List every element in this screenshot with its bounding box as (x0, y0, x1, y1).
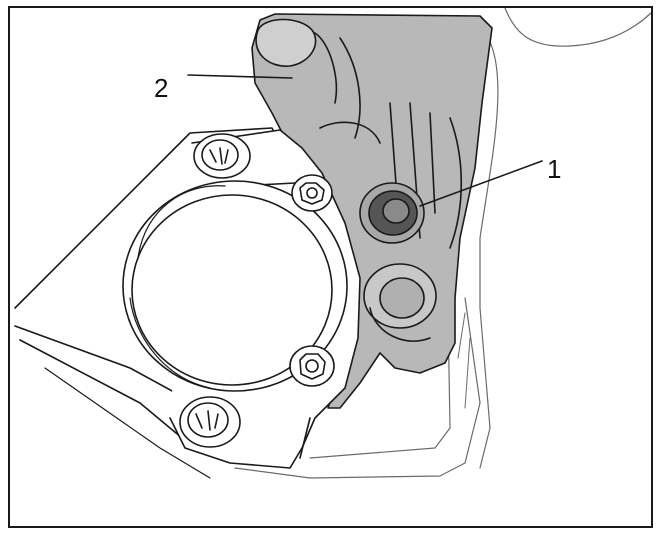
technical-illustration (14, 8, 651, 479)
background-housing-outline (234, 8, 651, 479)
leader-line-1 (419, 160, 543, 207)
round-cover (122, 180, 348, 392)
callout-label-1: 1 (547, 154, 562, 184)
callout-label-2: 2 (154, 73, 169, 103)
leader-line-2 (187, 74, 293, 79)
bolt-top-left (193, 133, 251, 179)
seal-part-1 (359, 182, 425, 244)
port-boss (363, 263, 437, 342)
bolt-bottom-right (289, 345, 335, 387)
bolt-bottom-left (179, 396, 241, 448)
bolt-top-right (291, 174, 333, 212)
illustration-frame: 1 2 (8, 6, 653, 528)
